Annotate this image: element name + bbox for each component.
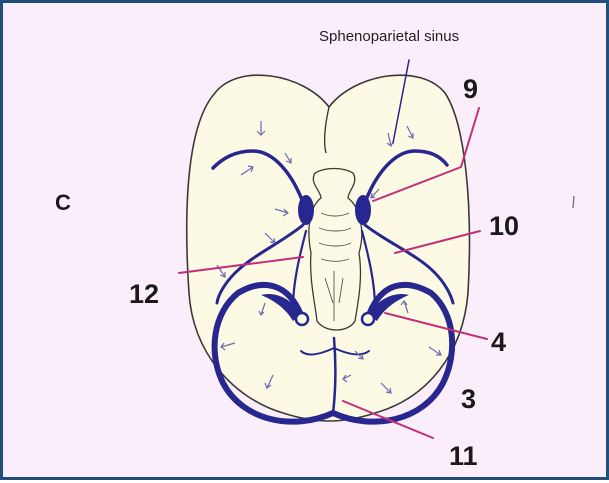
label-9: 9 (463, 74, 478, 104)
left-cavernous-sinus (298, 195, 314, 225)
label-4: 4 (491, 327, 506, 357)
right-cavernous-sinus (355, 195, 371, 225)
right-jugular-foramen (362, 313, 374, 325)
stray-mark (573, 196, 574, 208)
label-12: 12 (129, 279, 159, 309)
sphenoparietal-sinus-label: Sphenoparietal sinus (319, 28, 459, 45)
panel-letter: C (55, 190, 71, 215)
label-3: 3 (461, 384, 476, 414)
label-10: 10 (489, 211, 519, 241)
left-jugular-foramen (296, 313, 308, 325)
label-11: 11 (449, 441, 478, 471)
brain-venous-sinus-diagram: C Sphenoparietal sinus 9 10 12 4 3 11 (3, 3, 609, 483)
